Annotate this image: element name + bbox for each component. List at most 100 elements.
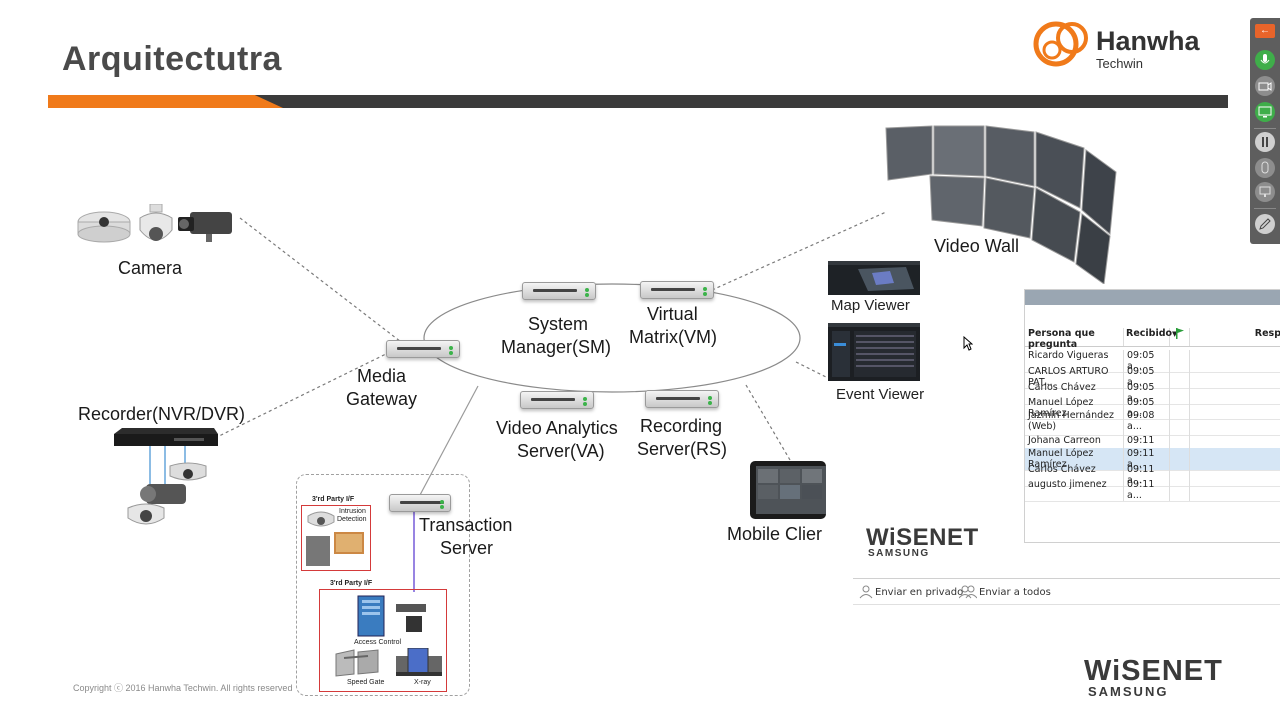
access-control-devices-icon — [357, 595, 426, 637]
screen-share-button[interactable] — [1255, 102, 1275, 122]
xray-machine-icon — [396, 648, 442, 676]
toolbar-divider-2 — [1254, 208, 1276, 209]
question-received-time: 09:05 a... — [1124, 382, 1170, 404]
mouse-icon — [1261, 161, 1269, 174]
header-recibido-label: Recibido — [1126, 328, 1173, 339]
wisenet-logo-overlay: WiSENET SAMSUNG — [866, 524, 996, 564]
toolbar-divider — [1254, 128, 1276, 129]
camera-icon — [1258, 82, 1272, 91]
send-private-label: Enviar en privado — [875, 586, 964, 598]
question-asker-name: Johana Carreon — [1025, 435, 1124, 457]
send-all-option[interactable]: Enviar a todos — [959, 585, 1051, 599]
video-analytics-label-line1: Video Analytics — [496, 418, 618, 438]
question-flag-cell[interactable] — [1170, 366, 1190, 388]
virtual-matrix-label-line2: Matrix(VM) — [629, 327, 717, 347]
transaction-server-label-line2: Server — [440, 538, 494, 558]
monitor-button[interactable] — [1255, 182, 1275, 202]
recording-server-label-line2: Server(RS) — [637, 439, 728, 459]
intrusion-detection-box — [301, 505, 371, 571]
access-control-box — [319, 589, 447, 692]
question-flag-cell[interactable] — [1170, 397, 1190, 419]
back-arrow-icon: ← — [1260, 25, 1270, 36]
map-viewer-thumbnail-icon — [828, 261, 920, 295]
recording-server-label-line1: Recording — [640, 416, 723, 436]
monitor-icon — [1259, 186, 1271, 197]
wisenet-logo-sub: SAMSUNG — [868, 548, 930, 559]
recorder-icon — [114, 428, 218, 446]
wisenet-footer-sub: SAMSUNG — [1088, 684, 1169, 699]
third-party-if-label-2: 3'rd Party I/F — [330, 580, 373, 587]
microphone-icon — [1260, 54, 1270, 64]
question-flag-cell[interactable] — [1170, 479, 1190, 501]
video-analytics-label-line2: Server(VA) — [517, 441, 605, 461]
send-private-option[interactable]: Enviar en privado — [859, 585, 963, 599]
header-resp[interactable]: Resp — [1254, 328, 1280, 339]
video-wall-label: Video Wall — [934, 236, 1020, 256]
question-asker-name: Jazmín Hernández (Web) — [1025, 410, 1124, 435]
xray-label: X-ray — [414, 679, 431, 686]
question-asker-name: Manuel López Ramírez — [1025, 448, 1124, 470]
video-analytics-server-icon — [520, 391, 594, 409]
camera-button[interactable] — [1255, 76, 1275, 96]
question-asker-name: Ricardo Vigueras — [1025, 350, 1124, 372]
group-icon — [959, 585, 977, 599]
mobile-client-tablet-icon — [750, 461, 826, 519]
header-recibido[interactable]: Recibido▼ — [1124, 328, 1177, 346]
header-flag[interactable] — [1170, 328, 1190, 346]
header-persona[interactable]: Persona que pregunta — [1025, 328, 1124, 350]
virtual-matrix-label-line1: Virtual — [647, 304, 698, 324]
question-flag-cell[interactable] — [1170, 435, 1190, 457]
speed-gate-label: Speed Gate — [347, 679, 385, 686]
question-flag-cell[interactable] — [1170, 410, 1190, 435]
wisenet-footer-word: WiSENET — [1084, 655, 1223, 687]
question-received-time: 09:11 a... — [1124, 448, 1170, 470]
video-wall-icon — [885, 125, 1117, 284]
mobile-client-label: Mobile Clier — [727, 524, 823, 544]
box-camera-icon — [178, 212, 232, 242]
recorder-label: Recorder(NVR/DVR) — [78, 404, 246, 424]
intrusion-devices-icon — [306, 532, 364, 566]
send-all-label: Enviar a todos — [979, 586, 1051, 598]
person-icon — [859, 585, 873, 599]
camera-group — [76, 204, 236, 252]
pause-icon — [1262, 137, 1268, 147]
system-manager-server-icon — [522, 282, 596, 300]
question-flag-cell[interactable] — [1170, 464, 1190, 486]
question-row[interactable]: Jazmín Hernández (Web)09:08 a... — [1025, 410, 1280, 436]
media-gateway-label-line2: Gateway — [346, 389, 418, 409]
intrusion-label-line1: Intrusion — [339, 508, 366, 515]
event-viewer-label: Event Viewer — [836, 386, 925, 403]
question-received-time: 09:05 a... — [1124, 366, 1170, 388]
question-flag-cell[interactable] — [1170, 350, 1190, 372]
question-received-time: 09:05 a... — [1124, 397, 1170, 419]
questions-panel: Persona que pregunta Recibido▼ Resp Rica… — [1024, 289, 1280, 543]
event-viewer-thumbnail-icon — [828, 323, 920, 381]
question-row[interactable]: CARLOS ARTURO PAT...09:05 a... — [1025, 366, 1280, 389]
ptz-camera-icon — [139, 204, 173, 241]
question-flag-cell[interactable] — [1170, 382, 1190, 404]
slide-title: Arquitectutra — [62, 40, 282, 78]
copyright-notice: Copyright ⓒ 2016 Hanwha Techwin. All rig… — [73, 683, 293, 693]
pen-button[interactable] — [1255, 214, 1275, 234]
wisenet-logo-word: WiSENET — [866, 524, 979, 551]
hanwha-logo: Hanwha Techwin — [1032, 16, 1222, 72]
microphone-button[interactable] — [1255, 50, 1275, 70]
speed-gate-icon — [335, 649, 379, 677]
mouse-button[interactable] — [1255, 158, 1275, 178]
system-manager-label-line2: Manager(SM) — [501, 337, 612, 357]
pause-button[interactable] — [1255, 132, 1275, 152]
map-viewer-label: Map Viewer — [831, 297, 910, 314]
question-flag-cell[interactable] — [1170, 448, 1190, 470]
questions-table-header: Persona que pregunta Recibido▼ Resp — [1025, 328, 1280, 350]
question-asker-name: CARLOS ARTURO PAT... — [1025, 366, 1124, 388]
question-asker-name: Carlos Chávez — [1025, 464, 1124, 486]
media-gateway-label-line1: Media — [357, 366, 407, 386]
back-arrow-button[interactable]: ← — [1255, 24, 1275, 38]
dome-cameras-icon — [127, 462, 207, 525]
